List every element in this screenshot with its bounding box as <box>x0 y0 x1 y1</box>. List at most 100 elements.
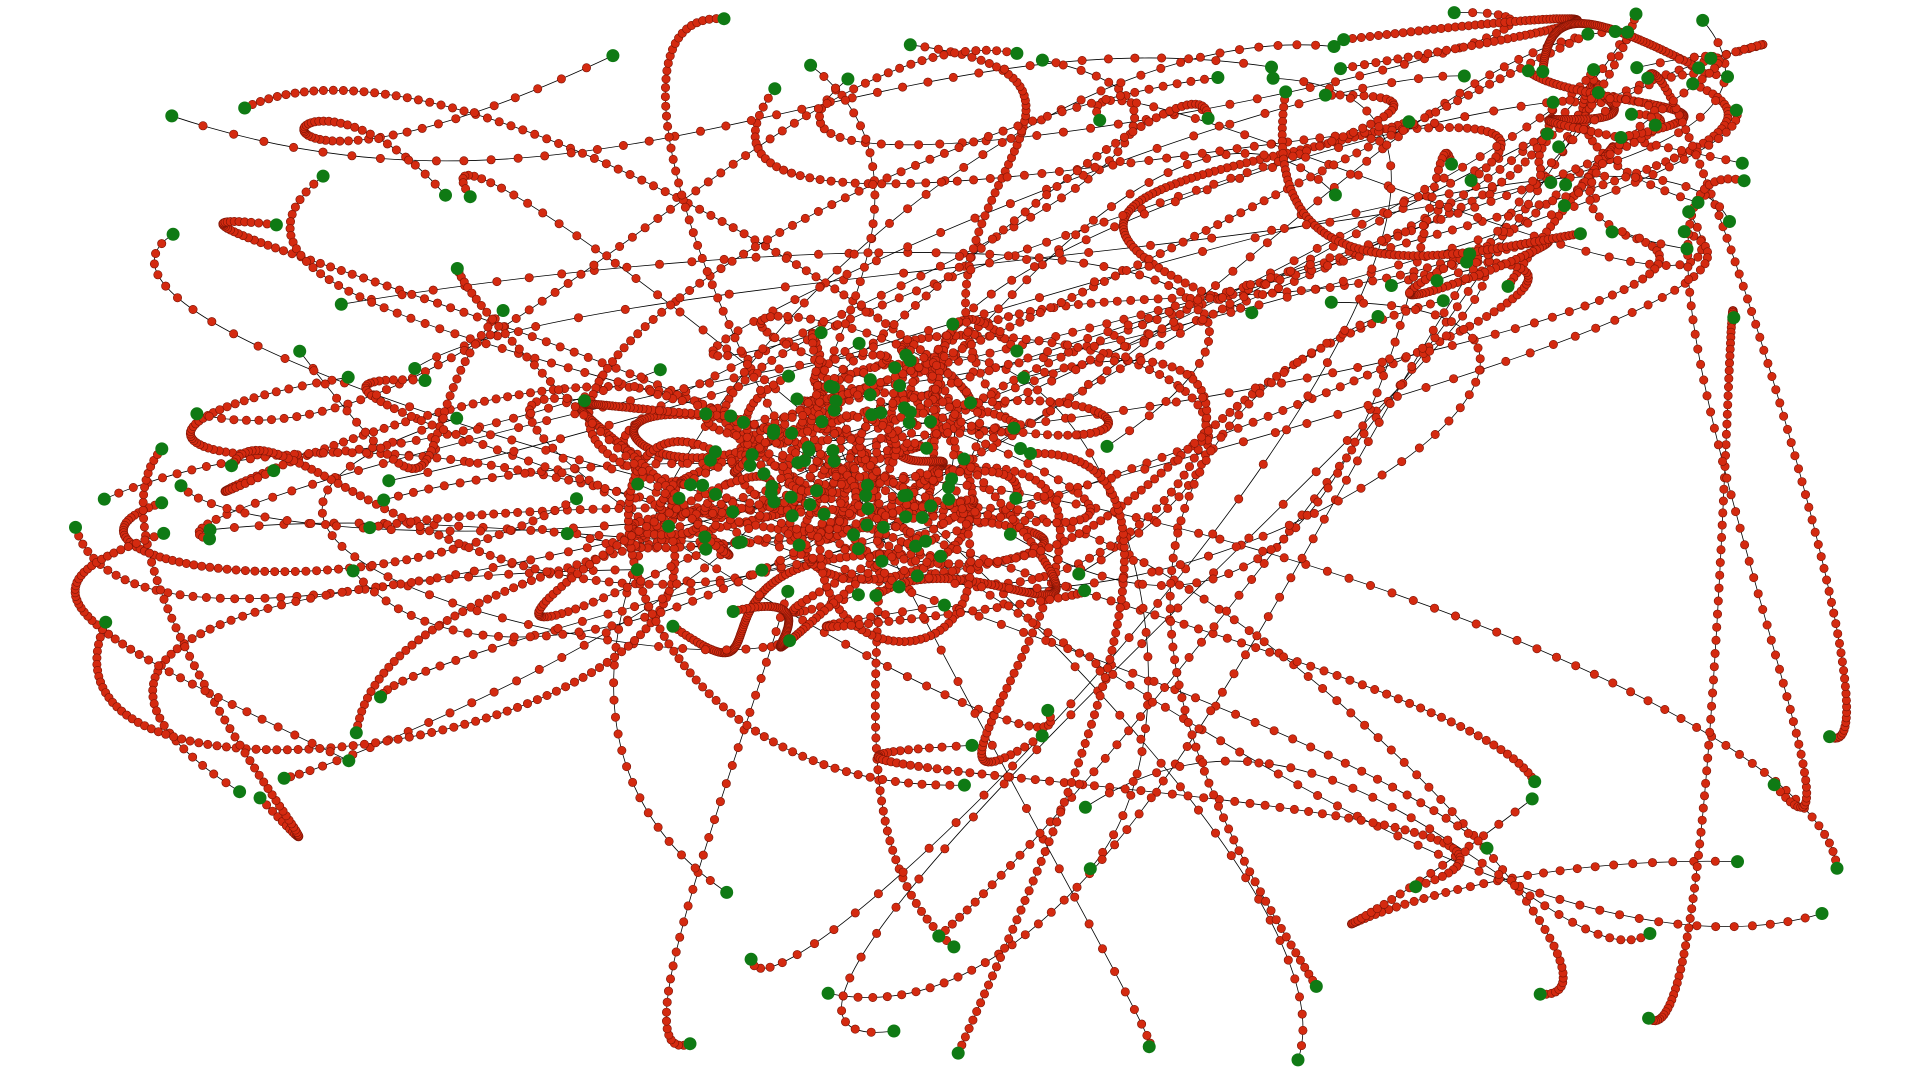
trajectory-node <box>1226 851 1236 861</box>
trajectory-node <box>1228 266 1238 276</box>
trajectory-node <box>868 180 878 190</box>
trajectory-node <box>558 453 568 463</box>
trajectory-node <box>936 645 946 655</box>
trajectory-node <box>1021 334 1031 344</box>
trajectory-node <box>1106 541 1116 551</box>
trajectory-node <box>1052 495 1062 505</box>
trajectory-node <box>1141 627 1151 637</box>
trajectory-node <box>1033 385 1043 395</box>
trajectory-node <box>1373 733 1383 743</box>
trajectory-node <box>1348 62 1358 72</box>
trajectory-node <box>1129 1004 1139 1014</box>
trajectory-node <box>454 521 464 531</box>
trajectory-node <box>1696 827 1706 837</box>
trajectory-node <box>1205 293 1215 303</box>
trajectory-node <box>996 870 1006 880</box>
trajectory-node <box>1174 492 1184 502</box>
trajectory-node <box>471 475 481 485</box>
trajectory-node <box>436 547 446 557</box>
trajectory-node <box>1492 212 1502 222</box>
trajectory-node <box>315 258 325 268</box>
trajectory-node <box>849 84 859 94</box>
trajectory-node <box>1513 164 1523 174</box>
trajectory-node <box>465 511 475 521</box>
trajectory-node <box>1288 151 1298 161</box>
trajectory-node <box>954 251 964 261</box>
trajectory-node <box>1002 172 1012 182</box>
trajectory-node <box>643 808 653 818</box>
trajectory-node <box>1374 30 1384 40</box>
trajectory-node <box>1089 767 1099 777</box>
trajectory-node <box>609 678 619 688</box>
trajectory-node <box>1179 619 1189 629</box>
trajectory-node <box>618 141 628 151</box>
trajectory-node <box>837 309 847 319</box>
trajectory-node <box>1721 440 1731 450</box>
trajectory-node <box>321 590 331 600</box>
trajectory-node <box>812 456 822 466</box>
trajectory-node <box>436 100 446 110</box>
trajectory-node <box>503 392 513 402</box>
trajectory-node <box>230 594 240 604</box>
trajectory-node <box>443 513 453 523</box>
trajectory-node <box>940 690 950 700</box>
trajectory-node <box>1019 170 1029 180</box>
trajectory-node <box>1439 264 1449 274</box>
trajectory-node <box>264 94 274 104</box>
trajectory-node <box>229 415 239 425</box>
trajectory-node <box>1443 202 1453 212</box>
trajectory-node <box>961 288 971 298</box>
trajectory-node <box>1266 273 1276 283</box>
trajectory-node <box>774 542 784 552</box>
trajectory-node <box>1042 237 1052 247</box>
trajectory-node <box>1035 611 1045 621</box>
trajectory-node <box>1020 568 1030 578</box>
trajectory-node <box>1342 435 1352 445</box>
trajectory-node <box>953 766 963 776</box>
trajectory-node <box>1155 198 1165 208</box>
trajectory-node <box>1711 96 1721 106</box>
trajectory-node <box>459 156 469 166</box>
trajectory-node <box>241 415 251 425</box>
trajectory-node <box>353 465 363 475</box>
trajectory-node <box>653 214 663 224</box>
trajectory-node <box>951 741 961 751</box>
trajectory-node <box>347 269 357 279</box>
trajectory-node <box>985 249 995 259</box>
trajectory-node <box>1494 819 1504 829</box>
trajectory-node <box>910 160 920 170</box>
trajectory-node <box>279 413 289 423</box>
trajectory-node <box>1222 606 1232 616</box>
trajectory-node <box>876 290 886 300</box>
trajectory-node <box>1677 957 1687 967</box>
trajectory-node <box>397 407 407 417</box>
trajectory-node <box>777 126 787 136</box>
trajectory-node <box>721 121 731 131</box>
trajectory-node <box>1267 288 1277 298</box>
trajectory-node <box>326 262 336 272</box>
trajectory-node <box>526 408 536 418</box>
trajectory-node <box>1020 644 1030 654</box>
trajectory-node <box>1528 906 1538 916</box>
trajectory-node <box>201 461 211 471</box>
trajectory-node <box>1441 813 1451 823</box>
trajectory-node <box>1063 340 1073 350</box>
trajectory-node <box>947 566 957 576</box>
trajectory-node <box>896 167 906 177</box>
trajectory-node <box>1701 778 1711 788</box>
trajectory-node <box>617 546 627 556</box>
trajectory-node <box>1499 62 1509 72</box>
trajectory-node <box>980 466 990 476</box>
trajectory-node <box>1429 806 1439 816</box>
trajectory-node <box>839 290 849 300</box>
trajectory-node <box>1323 750 1333 760</box>
trajectory-node <box>868 219 878 229</box>
trajectory-node <box>1130 113 1140 123</box>
trajectory-node <box>728 223 738 233</box>
trajectory-node <box>594 530 604 540</box>
trajectory-node <box>1581 246 1591 256</box>
trajectory-node <box>448 382 458 392</box>
trajectory-node <box>1244 626 1254 636</box>
trajectory-node <box>1095 535 1105 545</box>
trajectory-node <box>1622 141 1632 151</box>
